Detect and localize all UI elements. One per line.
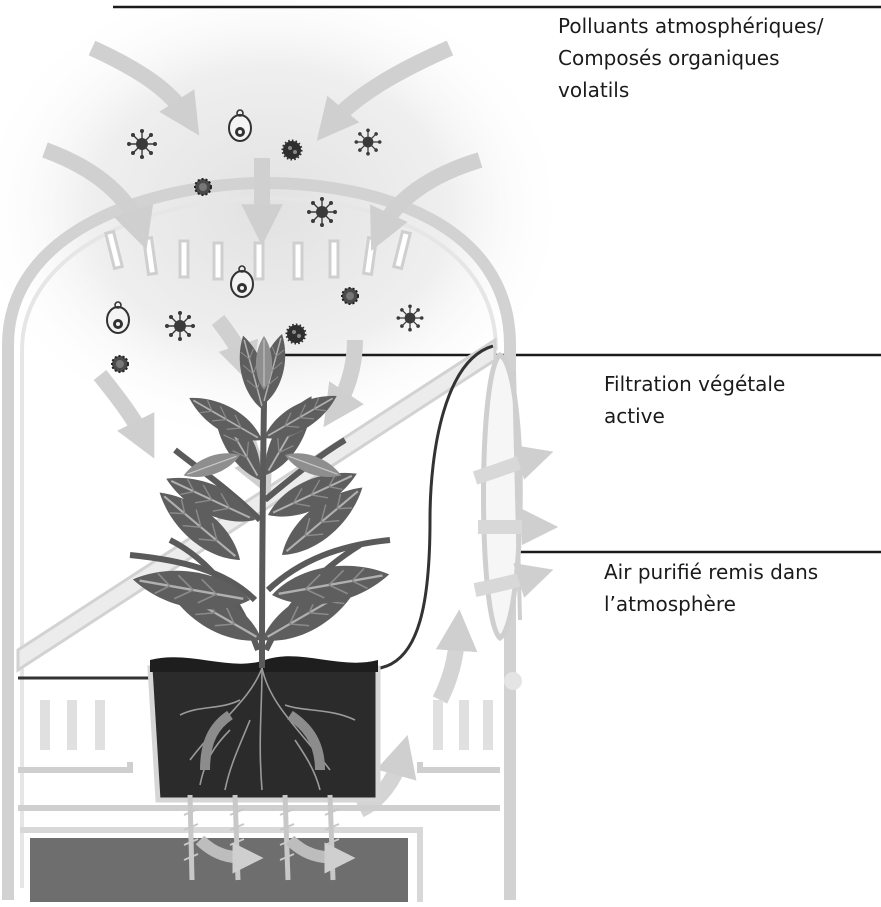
spore-icon: [342, 288, 358, 304]
label-pollutants-line3: volatils: [558, 74, 823, 106]
label-pollutants-line1: Polluants atmosphériques/: [558, 10, 823, 42]
label-filtration: Filtration végétale active: [604, 368, 785, 432]
label-pollutants-line2: Composés organiques: [558, 42, 823, 74]
particle-icon: [283, 141, 301, 159]
label-air-line1: Air purifié remis dans: [604, 556, 818, 588]
label-air-line2: l’atmosphère: [604, 588, 818, 620]
particle-icon: [287, 325, 305, 343]
spore-icon: [112, 356, 128, 372]
plant-pot: [150, 668, 378, 800]
label-filtration-line2: active: [604, 400, 785, 432]
label-purified-air: Air purifié remis dans l’atmosphère: [604, 556, 818, 620]
label-filtration-line1: Filtration végétale: [604, 368, 785, 400]
label-pollutants: Polluants atmosphériques/ Composés organ…: [558, 10, 823, 106]
spore-icon: [195, 179, 211, 195]
side-button: [504, 672, 522, 690]
